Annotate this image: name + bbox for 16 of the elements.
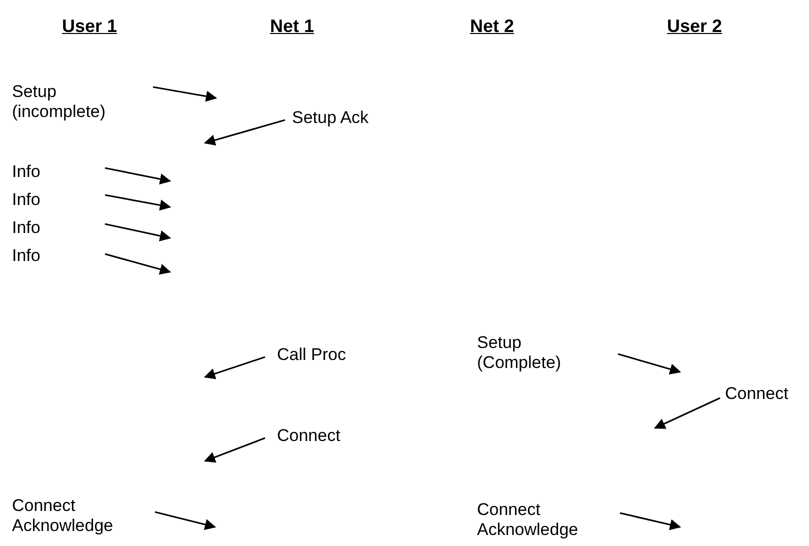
message-label: Connect Acknowledge (12, 496, 114, 536)
column-heading: User 1 (62, 16, 118, 37)
column-heading: User 2 (667, 16, 722, 37)
message-label: Call Proc (277, 345, 347, 365)
message-label: Info (12, 190, 42, 210)
message-label: Setup Ack (292, 108, 370, 128)
message-label: Setup (incomplete) (12, 82, 107, 122)
message-label: Connect (725, 384, 790, 404)
message-label: Connect (277, 426, 342, 446)
message-label: Info (12, 218, 42, 238)
message-label: Info (12, 246, 42, 266)
column-heading: Net 1 (270, 16, 314, 37)
message-label: Connect Acknowledge (477, 500, 580, 540)
column-heading: Net 2 (470, 16, 514, 37)
message-label: Info (12, 162, 42, 182)
message-label: Setup (Complete) (477, 333, 562, 373)
